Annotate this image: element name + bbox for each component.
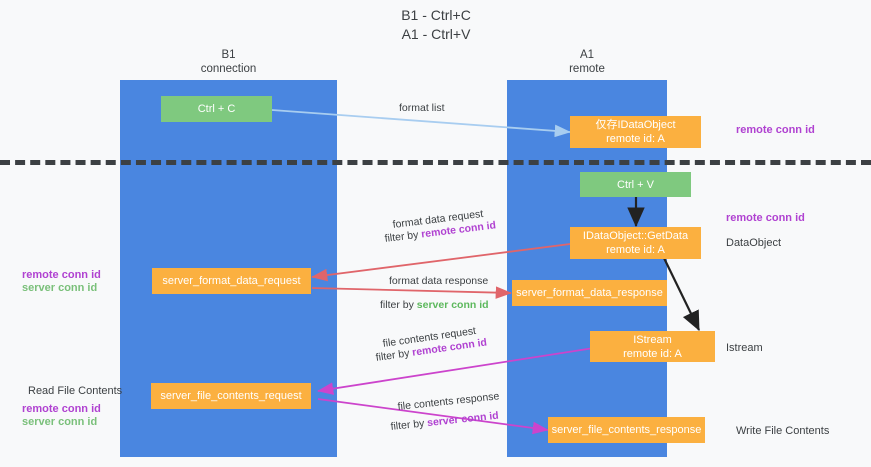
filter-prefix: filter by (380, 299, 417, 311)
filter-prefix: filter by (375, 346, 414, 364)
filter-prefix: filter by (390, 417, 428, 433)
lane-b1-header: B1 connection (200, 49, 257, 75)
box-server-format-data-request-label: server_format_data_request (162, 275, 301, 287)
note-left-server-conn-id-mid: server conn id (22, 282, 98, 294)
edge-label-format-data-response-filter: filter by server conn id (380, 299, 489, 311)
box-server-format-data-response[interactable]: server_format_data_response (512, 280, 667, 306)
box-server-file-contents-response-label: server_file_contents_response (551, 424, 702, 436)
box-istream-line1: IStream (633, 333, 672, 346)
box-server-file-contents-request-label: server_file_contents_request (160, 390, 302, 402)
filter-key-server-conn-id: server conn id (416, 299, 489, 311)
box-server-file-contents-response[interactable]: server_file_contents_response (548, 417, 705, 443)
note-remote-conn-id-mid: remote conn id (726, 212, 805, 224)
edge-getdata-to-istream (663, 257, 700, 331)
box-getdata-line1: IDataObject::GetData (582, 230, 689, 242)
note-dataobject: DataObject (726, 237, 782, 249)
box-idataobject-line1: 仅存IDataObject (595, 119, 676, 131)
filter-key-server-conn-id: server conn id (426, 409, 500, 430)
box-ctrl-v-label: Ctrl + V (617, 178, 654, 191)
box-ctrl-v[interactable]: Ctrl + V (580, 172, 691, 197)
note-write-file-contents: Write File Contents (736, 425, 830, 437)
edge-label-file-contents-response: file contents response (397, 390, 500, 413)
edge-label-file-contents-response-text: file contents response (397, 390, 500, 413)
box-idataobject-line2: remote id: A (606, 133, 665, 145)
note-left-remote-conn-id-bottom: remote conn id (22, 403, 101, 415)
edge-label-format-data-response: format data response (389, 275, 489, 287)
box-server-format-data-request[interactable]: server_format_data_request (152, 268, 311, 294)
box-server-format-data-response-label: server_format_data_response (516, 287, 663, 299)
edge-label-format-list: format list (399, 102, 445, 114)
box-istream[interactable]: IStream remote id: A (590, 331, 715, 362)
box-getdata[interactable]: IDataObject::GetData remote id: A (570, 227, 701, 259)
box-ctrl-c-label: Ctrl + C (197, 103, 236, 115)
note-istream: Istream (726, 342, 763, 354)
box-getdata-line2: remote id: A (606, 244, 665, 256)
note-left-server-conn-id-bottom: server conn id (22, 416, 98, 428)
box-server-file-contents-request[interactable]: server_file_contents_request (151, 383, 311, 409)
note-read-file-contents: Read File Contents (28, 385, 123, 397)
edge-format-data-response (311, 286, 512, 299)
filter-prefix: filter by (384, 228, 422, 245)
note-left-remote-conn-id-mid: remote conn id (22, 269, 101, 281)
box-idataobject[interactable]: 仅存IDataObject remote id: A (570, 116, 701, 148)
note-remote-conn-id-top: remote conn id (736, 124, 815, 136)
box-ctrl-c[interactable]: Ctrl + C (161, 96, 272, 122)
edge-label-file-contents-response-filter: filter by server conn id (390, 410, 499, 433)
section-divider (0, 160, 871, 165)
lane-a1-header: A1 remote (569, 49, 605, 75)
page-title: B1 - Ctrl+C A1 - Ctrl+V (401, 7, 471, 42)
box-istream-line2: remote id: A (623, 347, 682, 360)
